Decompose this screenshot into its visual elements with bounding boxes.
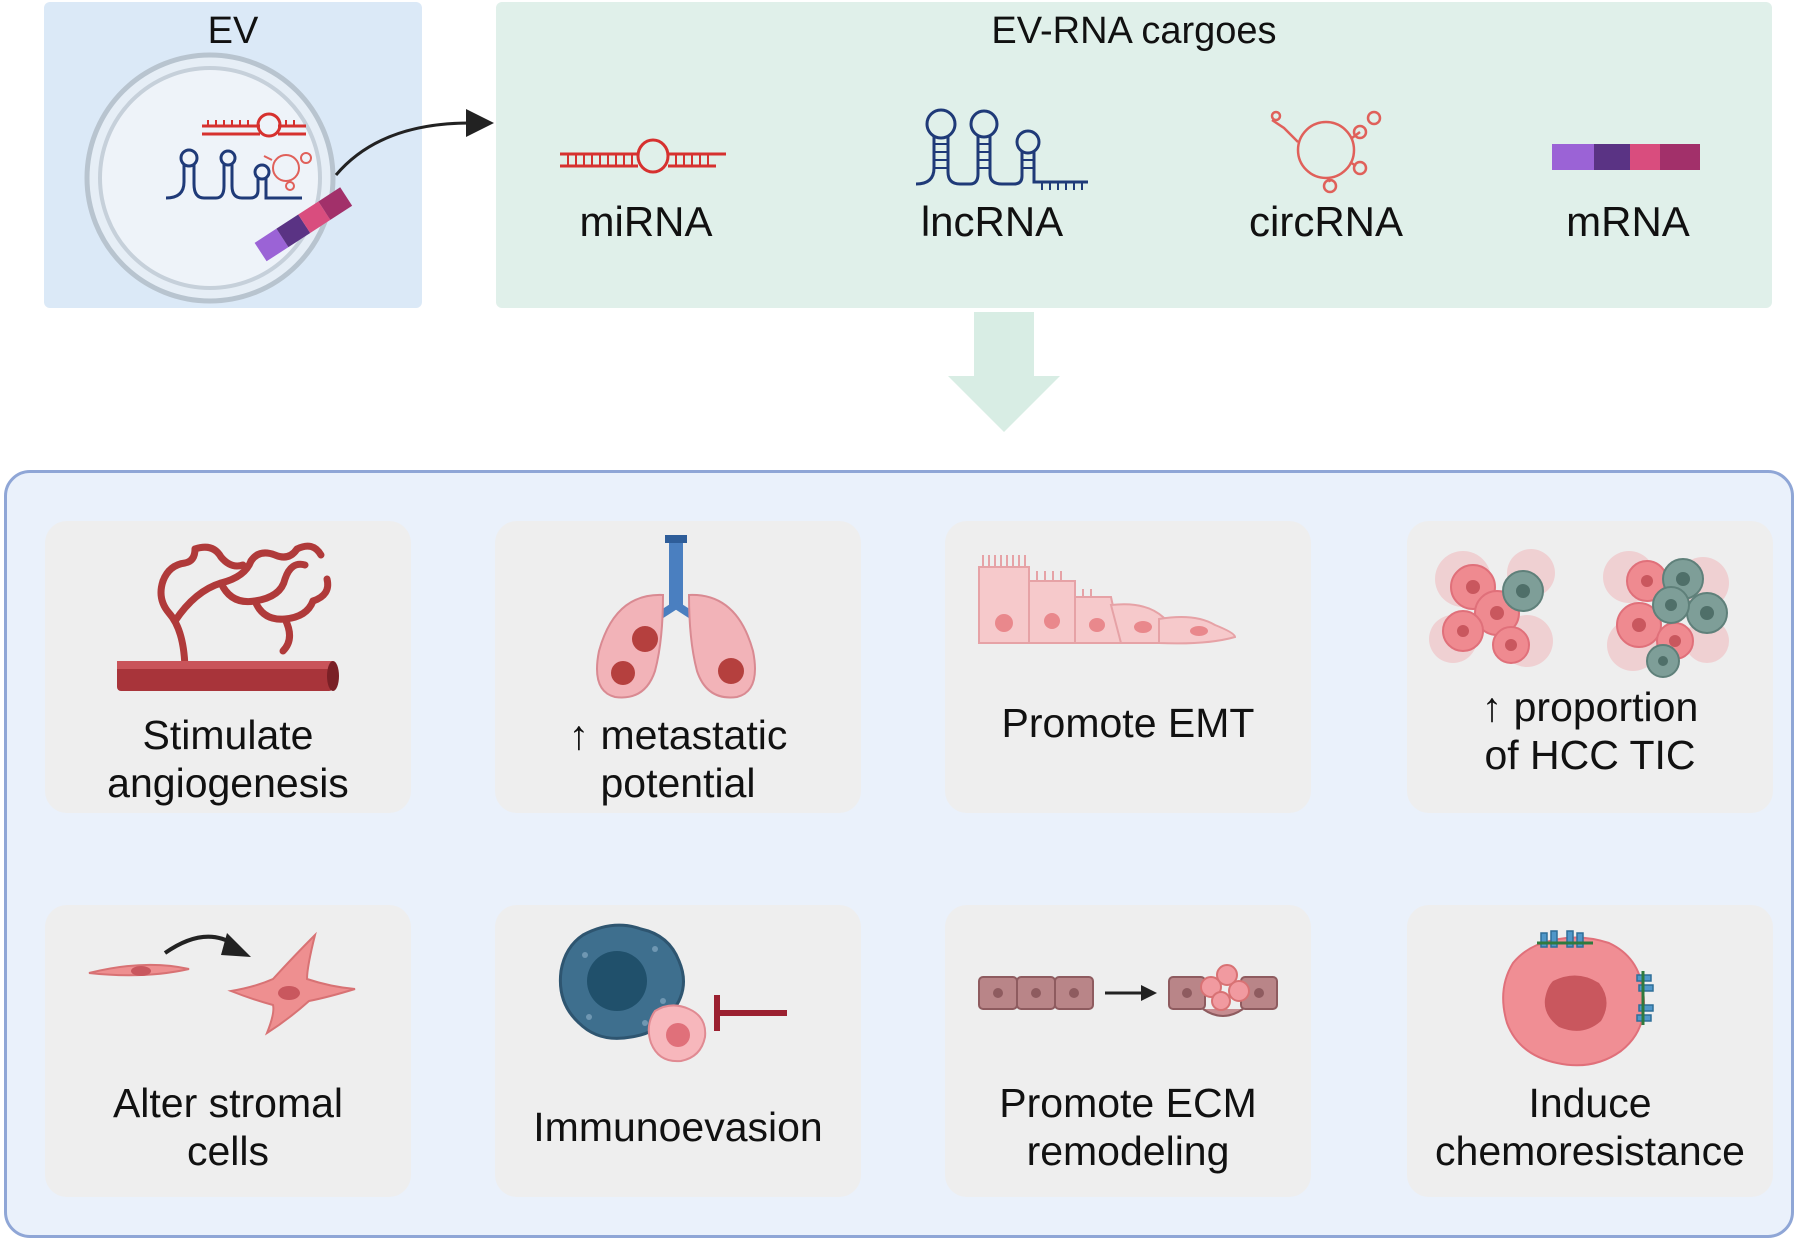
- cargo-panel-title: EV-RNA cargoes: [991, 10, 1277, 52]
- effect-label-angiogenesis-line2: angiogenesis: [107, 760, 349, 806]
- mirna-hairpin-icon: [560, 138, 726, 174]
- cargo-label-circrna: circRNA: [1249, 198, 1403, 245]
- effect-card-chemoresistance: Induce chemoresistance: [1407, 905, 1773, 1197]
- immune-cell-inhibition-icon: [558, 923, 787, 1063]
- lncrna-stemloops-icon: [915, 108, 1088, 190]
- chemoresistant-cell-icon: [1502, 930, 1654, 1067]
- effect-label-chemoresistance-line1: Induce: [1528, 1080, 1652, 1126]
- effect-card-metastatic-potential: ↑ metastatic potential: [495, 521, 861, 813]
- effect-card-stromal-cells: Alter stromal cells: [45, 905, 411, 1197]
- effect-label-ecm-line1: Promote ECM: [999, 1080, 1257, 1126]
- effect-label-ecm-line2: remodeling: [1026, 1128, 1230, 1174]
- effect-card-emt: Promote EMT: [945, 521, 1311, 813]
- effect-label-angiogenesis-line1: Stimulate: [142, 712, 314, 758]
- effect-label-hcc-tic-line2: of HCC TIC: [1484, 732, 1696, 778]
- mrna-bar-icon: [1552, 144, 1700, 170]
- extracellular-vesicle-icon: [84, 52, 353, 304]
- cargo-label-mirna: miRNA: [579, 198, 713, 245]
- effect-label-chemoresistance-line2: chemoresistance: [1435, 1128, 1745, 1174]
- circrna-ring-icon: [1270, 110, 1382, 194]
- ev-to-cargo-arrow: [334, 109, 494, 176]
- lungs-icon: [596, 535, 756, 699]
- effect-label-immunoevasion: Immunoevasion: [533, 1104, 823, 1150]
- cargo-label-mrna: mRNA: [1566, 198, 1690, 245]
- tumor-cell-cluster-icon: [1429, 549, 1729, 678]
- emt-cells-icon: [978, 555, 1237, 645]
- cargo-label-lncrna: lncRNA: [920, 198, 1064, 245]
- effect-label-hcc-tic-line1: ↑ proportion: [1481, 684, 1699, 730]
- ev-panel-title: EV: [207, 10, 259, 52]
- effect-card-ecm-remodeling: Promote ECM remodeling: [945, 905, 1311, 1197]
- down-arrow-icon: [948, 312, 1060, 432]
- effect-card-hcc-tic: ↑ proportion of HCC TIC: [1407, 521, 1773, 813]
- effect-label-stromal-line2: cells: [186, 1128, 270, 1174]
- effect-label-metastatic-line2: potential: [600, 760, 756, 806]
- effect-card-angiogenesis: Stimulate angiogenesis: [45, 521, 411, 813]
- effect-label-emt: Promote EMT: [1001, 700, 1255, 746]
- effect-card-immunoevasion: Immunoevasion: [495, 905, 861, 1197]
- effect-label-metastatic-line1: ↑ metastatic: [568, 712, 788, 758]
- effects-panel: Stimulate angiogenesis ↑ metastatic pote…: [4, 470, 1794, 1238]
- fibroblast-activation-icon: [88, 931, 356, 1036]
- cargo-panel: EV-RNA cargoes miRNA: [496, 2, 1772, 308]
- ecm-remodeling-icon: [978, 964, 1278, 1017]
- effect-label-stromal-line1: Alter stromal: [112, 1080, 344, 1126]
- blood-vessel-icon: [117, 542, 339, 691]
